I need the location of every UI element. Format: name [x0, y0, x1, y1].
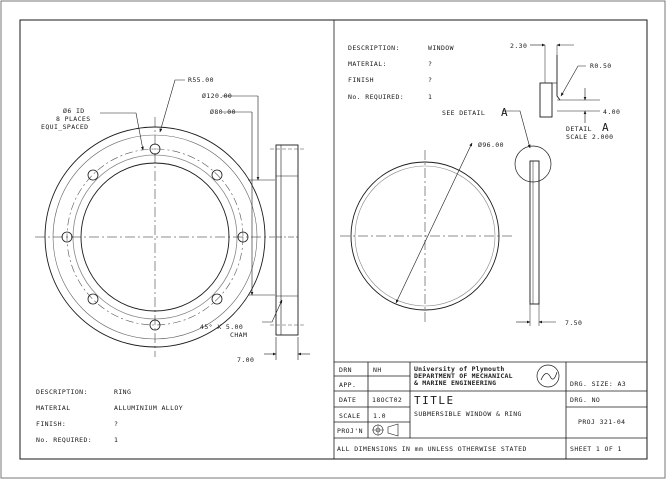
drn-key: DRN — [339, 366, 352, 374]
see-detail-label: SEE DETAIL — [442, 109, 485, 117]
app-key: APP. — [339, 381, 356, 389]
university-crest — [536, 364, 560, 388]
detail-a-view — [530, 43, 600, 123]
window-dimension-labels: SEE DETAIL A Ø96.00 7.50 2.30 R0.50 4.00… — [442, 42, 620, 327]
hole-note-line1: Ø6 ID — [63, 107, 85, 115]
scale-key: SCALE — [339, 412, 361, 420]
window-thickness-dimension: 7.50 — [565, 319, 582, 327]
ring-finish-key: FINISH: — [36, 420, 66, 428]
detail-letter: A — [602, 121, 610, 134]
drg-size: DRG. SIZE: A3 — [570, 380, 626, 388]
proj-key: PROJ'N — [337, 427, 363, 435]
d96-dimension: Ø96.00 — [478, 141, 504, 149]
window-qty-key: No. REQUIRED: — [348, 93, 404, 101]
detail-radius: R0.50 — [590, 62, 612, 70]
window-desc-val: WINDOW — [428, 44, 454, 52]
window-part-info: DESCRIPTION: WINDOW MATERIAL: ? FINISH ?… — [348, 44, 454, 101]
ring-dimension-leaders — [100, 79, 310, 360]
date-val: 18OCT02 — [372, 396, 402, 404]
ring-desc-key: DESCRIPTION: — [36, 388, 88, 396]
window-side-view — [502, 110, 556, 326]
ring-qty-val: 1 — [114, 436, 118, 444]
department-line1: DEPARTMENT OF MECHANICAL — [414, 372, 513, 380]
chamfer-note-line1: 45° X 5.00 — [200, 323, 243, 331]
dimensions-note: ALL DIMENSIONS IN mm UNLESS OTHERWISE ST… — [337, 445, 527, 453]
window-finish-key: FINISH — [348, 76, 374, 84]
window-mat-val: ? — [428, 60, 432, 68]
ring-dimension-labels: Ø6 ID 8 PLACES EQUI_SPACED R55.00 Ø120.0… — [41, 76, 254, 364]
department-line2: & MARINE ENGINEERING — [414, 379, 496, 387]
d80-dimension: Ø80.00 — [210, 108, 236, 116]
drn-val: NH — [373, 366, 382, 374]
ring-side-section — [270, 144, 305, 336]
sheet-number: SHEET 1 OF 1 — [570, 445, 622, 453]
detail-title: DETAIL — [566, 125, 592, 133]
chamfer-note-line2: CHAM — [230, 331, 247, 339]
date-key: DATE — [339, 396, 356, 404]
ring-chamfer-outer — [52, 134, 258, 340]
hole-note-line3: EQUI_SPACED — [41, 123, 88, 131]
window-desc-key: DESCRIPTION: — [348, 44, 400, 52]
ring-finish-val: ? — [114, 420, 118, 428]
window-finish-val: ? — [428, 76, 432, 84]
title-key: TITLE — [414, 394, 455, 407]
window-qty-val: 1 — [428, 93, 432, 101]
window-diameter-leader — [395, 142, 473, 304]
window-mat-key: MATERIAL: — [348, 60, 387, 68]
ring-front-view — [35, 117, 275, 357]
ring-desc-val: RING — [114, 388, 131, 396]
drg-no-val: PROJ 321-04 — [578, 418, 625, 426]
detail-dim-top: 2.30 — [510, 42, 527, 50]
ring-thickness-dimension: 7.00 — [237, 356, 254, 364]
ring-qty-key: No. REQUIRED: — [36, 436, 92, 444]
title-block-text: DRN NH APP. DATE 18OCT02 SCALE 1.0 PROJ'… — [337, 365, 626, 453]
ring-part-info: DESCRIPTION: RING MATERIAL ALLUMINIUM AL… — [36, 388, 183, 444]
university-name: University of Plymouth — [414, 365, 505, 373]
title-block — [334, 361, 647, 459]
r55-dimension: R55.00 — [188, 76, 214, 84]
university-crest-mark — [540, 371, 558, 381]
window-front-view — [340, 142, 512, 322]
projection-symbol-cone — [387, 423, 399, 437]
drg-no-key: DRG. NO — [570, 396, 600, 404]
detail-dim-right: 4.00 — [603, 108, 620, 116]
detail-a-callout-circle — [514, 145, 552, 183]
drawing-frame — [19, 19, 648, 460]
d120-dimension: Ø120.00 — [202, 92, 232, 100]
ring-mat-key: MATERIAL — [36, 404, 71, 412]
see-detail-marker: A — [501, 106, 509, 119]
hole-note-line2: 8 PLACES — [56, 115, 91, 123]
detail-scale: SCALE 2.000 — [566, 133, 613, 141]
title-value: SUBMERSIBLE WINDOW & RING — [414, 410, 522, 418]
ring-mat-val: ALLUMINIUM ALLOY — [114, 404, 183, 412]
scale-val: 1.0 — [373, 412, 386, 420]
